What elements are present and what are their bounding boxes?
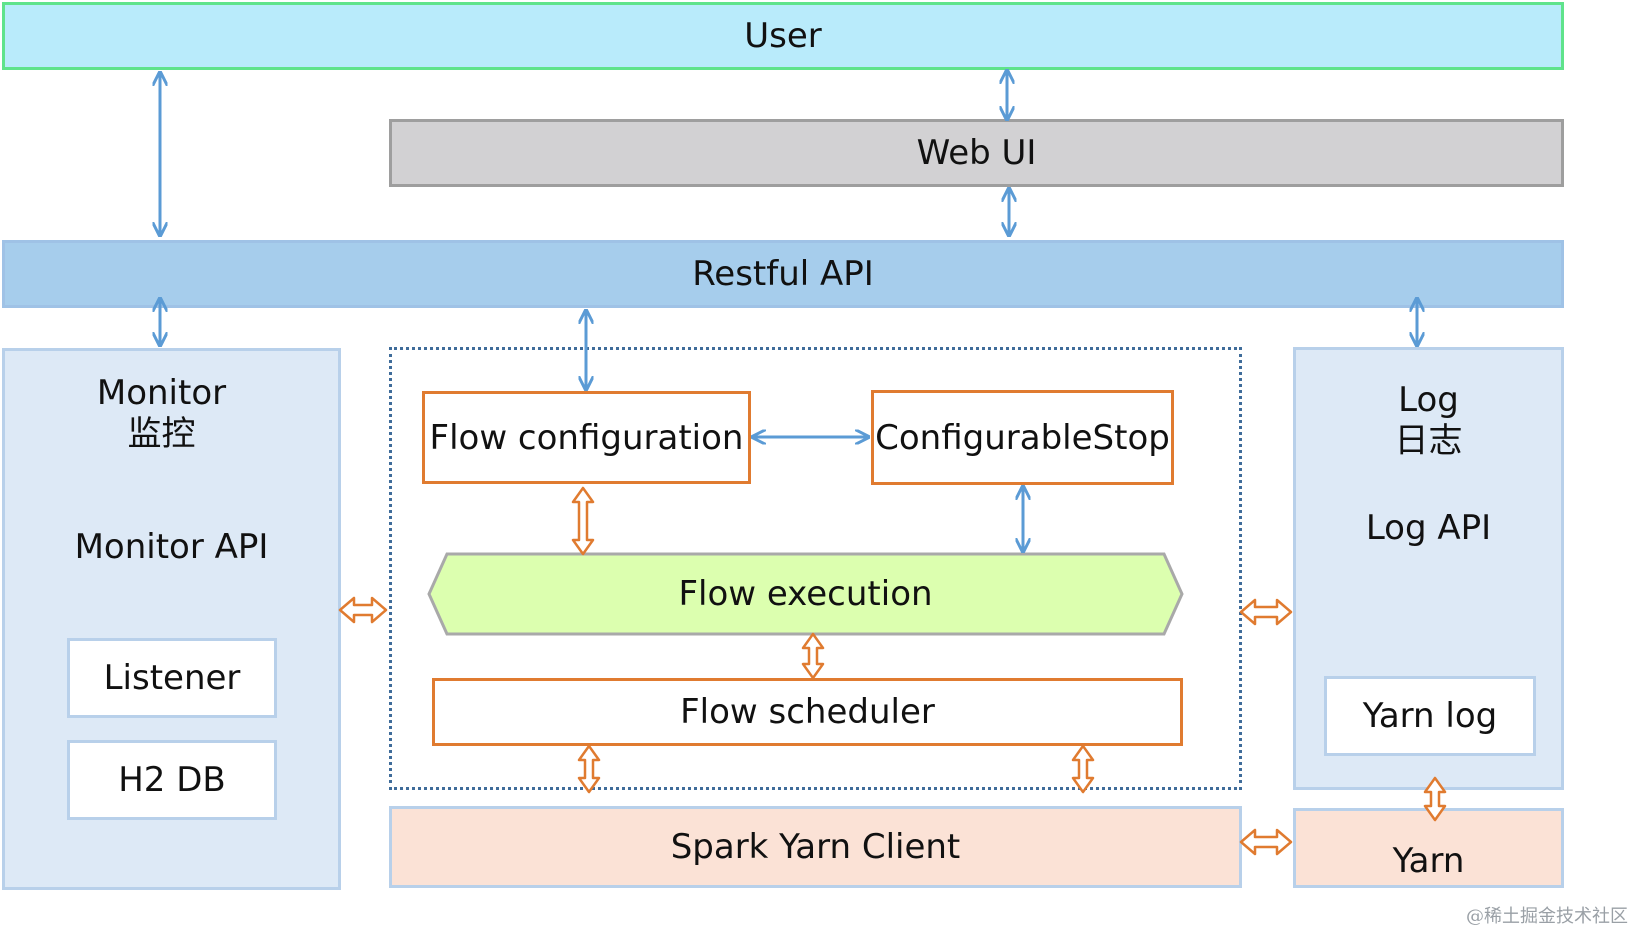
h2-db-label: H2 DB <box>118 760 226 800</box>
monitor-title: Monitor <box>96 373 227 413</box>
log-title: Log <box>1398 380 1459 420</box>
flow-scheduler-box: Flow scheduler <box>432 678 1183 746</box>
spark-yarn-client-box: Spark Yarn Client <box>389 806 1242 888</box>
user-label: User <box>744 16 822 56</box>
monitor-subtitle: 监控 <box>127 414 196 454</box>
log-api-label: Log API <box>1365 508 1492 548</box>
flow-configuration-box: Flow configuration <box>422 391 751 484</box>
log-title-block: Log 日志 <box>1293 380 1564 462</box>
flow-core-container <box>389 347 1242 790</box>
restful-api-layer: Restful API <box>2 240 1564 308</box>
listener-box: Listener <box>67 638 277 718</box>
log-subtitle: 日志 <box>1394 421 1463 461</box>
spark-yarn-client-label: Spark Yarn Client <box>670 827 961 867</box>
web-ui-label: Web UI <box>916 133 1037 173</box>
listener-label: Listener <box>103 658 241 698</box>
yarn-log-box: Yarn log <box>1324 676 1536 756</box>
yarn-label: Yarn <box>1392 841 1465 881</box>
yarn-box: Yarn <box>1293 808 1564 888</box>
monitor-api-label: Monitor API <box>74 527 269 567</box>
flow-scheduler-label: Flow scheduler <box>680 692 935 732</box>
restful-api-label: Restful API <box>692 254 874 294</box>
web-ui-layer: Web UI <box>389 119 1564 187</box>
configurable-stop-box: ConfigurableStop <box>871 390 1174 485</box>
configurable-stop-label: ConfigurableStop <box>875 417 1170 458</box>
flow-execution-box: Flow execution <box>429 554 1182 634</box>
yarn-log-label: Yarn log <box>1362 696 1498 736</box>
flow-configuration-label: Flow configuration <box>429 417 744 458</box>
h2-db-box: H2 DB <box>67 740 277 820</box>
user-layer: User <box>2 2 1564 70</box>
watermark: @稀土掘金技术社区 <box>1466 906 1628 927</box>
monitor-title-block: Monitor 监控 <box>2 373 321 455</box>
flow-execution-label: Flow execution <box>678 574 933 614</box>
